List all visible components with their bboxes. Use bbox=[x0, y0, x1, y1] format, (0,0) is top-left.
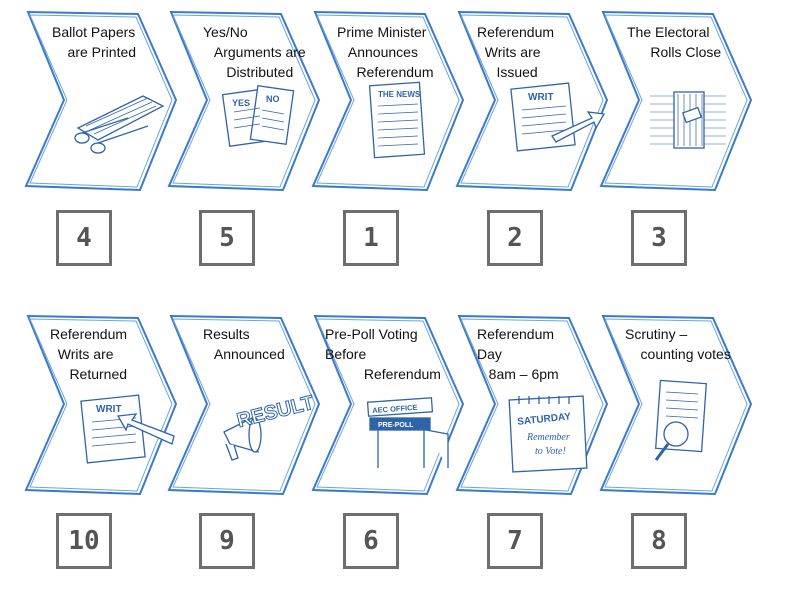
step-label: The Electoral Rolls Close bbox=[627, 24, 722, 60]
step-number-box: 5 bbox=[199, 210, 255, 266]
to-vote-text: to Vote! bbox=[535, 446, 566, 457]
aec-office-text: AEC OFFICE bbox=[372, 403, 418, 415]
step-results-announced: Results Announced bbox=[163, 312, 325, 497]
news-headline-text: THE NEWS bbox=[378, 90, 421, 99]
chevron-outline bbox=[24, 10, 178, 192]
step-label: Referendum Day 8am – 6pm bbox=[477, 326, 559, 382]
step-label: Ballot Papers are Printed bbox=[52, 24, 137, 60]
step-number-box: 3 bbox=[631, 210, 687, 266]
writ-returned-icon: WRIT bbox=[80, 394, 175, 464]
yes-no-pamphlets-icon: YES NO bbox=[222, 85, 295, 147]
step-number-box: 4 bbox=[56, 210, 112, 266]
step-label: Prime Minister Announces Referendum bbox=[337, 24, 434, 80]
step-number-box: 1 bbox=[343, 210, 399, 266]
step-label: Referendum Writs are Issued bbox=[477, 24, 555, 80]
step-number-box: 2 bbox=[487, 210, 543, 266]
step-number-box: 8 bbox=[631, 513, 687, 569]
writ-text: WRIT bbox=[96, 404, 122, 415]
printed-ballots-icon bbox=[74, 95, 165, 154]
aec-office-sign-icon: AEC OFFICE PRE-POLL bbox=[366, 397, 449, 468]
step-number-box: 6 bbox=[343, 513, 399, 569]
newspaper-icon: THE NEWS bbox=[368, 81, 426, 159]
step-number-box: 7 bbox=[487, 513, 543, 569]
writ-issued-icon: WRIT bbox=[510, 82, 606, 152]
step-label: Scrutiny – counting votes bbox=[625, 326, 731, 362]
pre-poll-text: PRE-POLL bbox=[378, 422, 414, 429]
remember-text: Remember bbox=[526, 432, 570, 443]
yes-sign-text: YES bbox=[232, 98, 250, 108]
step-label: Yes/No Arguments are Distributed bbox=[203, 24, 306, 80]
closed-window-icon bbox=[650, 91, 726, 149]
chevron-outline bbox=[167, 314, 321, 496]
step-label: Results Announced bbox=[203, 326, 285, 362]
result-text: RESULT bbox=[235, 392, 317, 432]
no-sign-text: NO bbox=[266, 94, 280, 104]
step-label: Referendum Writs are Returned bbox=[50, 326, 128, 382]
step-label: Pre-Poll Voting Before Referendum bbox=[325, 326, 441, 382]
step-number-box: 10 bbox=[56, 513, 112, 569]
step-number-box: 9 bbox=[199, 513, 255, 569]
megaphone-icon: RESULT bbox=[223, 391, 317, 461]
magnifier-ballot-icon bbox=[654, 379, 708, 461]
writ-text: WRIT bbox=[528, 92, 554, 103]
calendar-icon: SATURDAY Remember to Vote! bbox=[508, 395, 588, 473]
step-ballot-papers-printed: Ballot Papers are Printed bbox=[20, 8, 182, 193]
